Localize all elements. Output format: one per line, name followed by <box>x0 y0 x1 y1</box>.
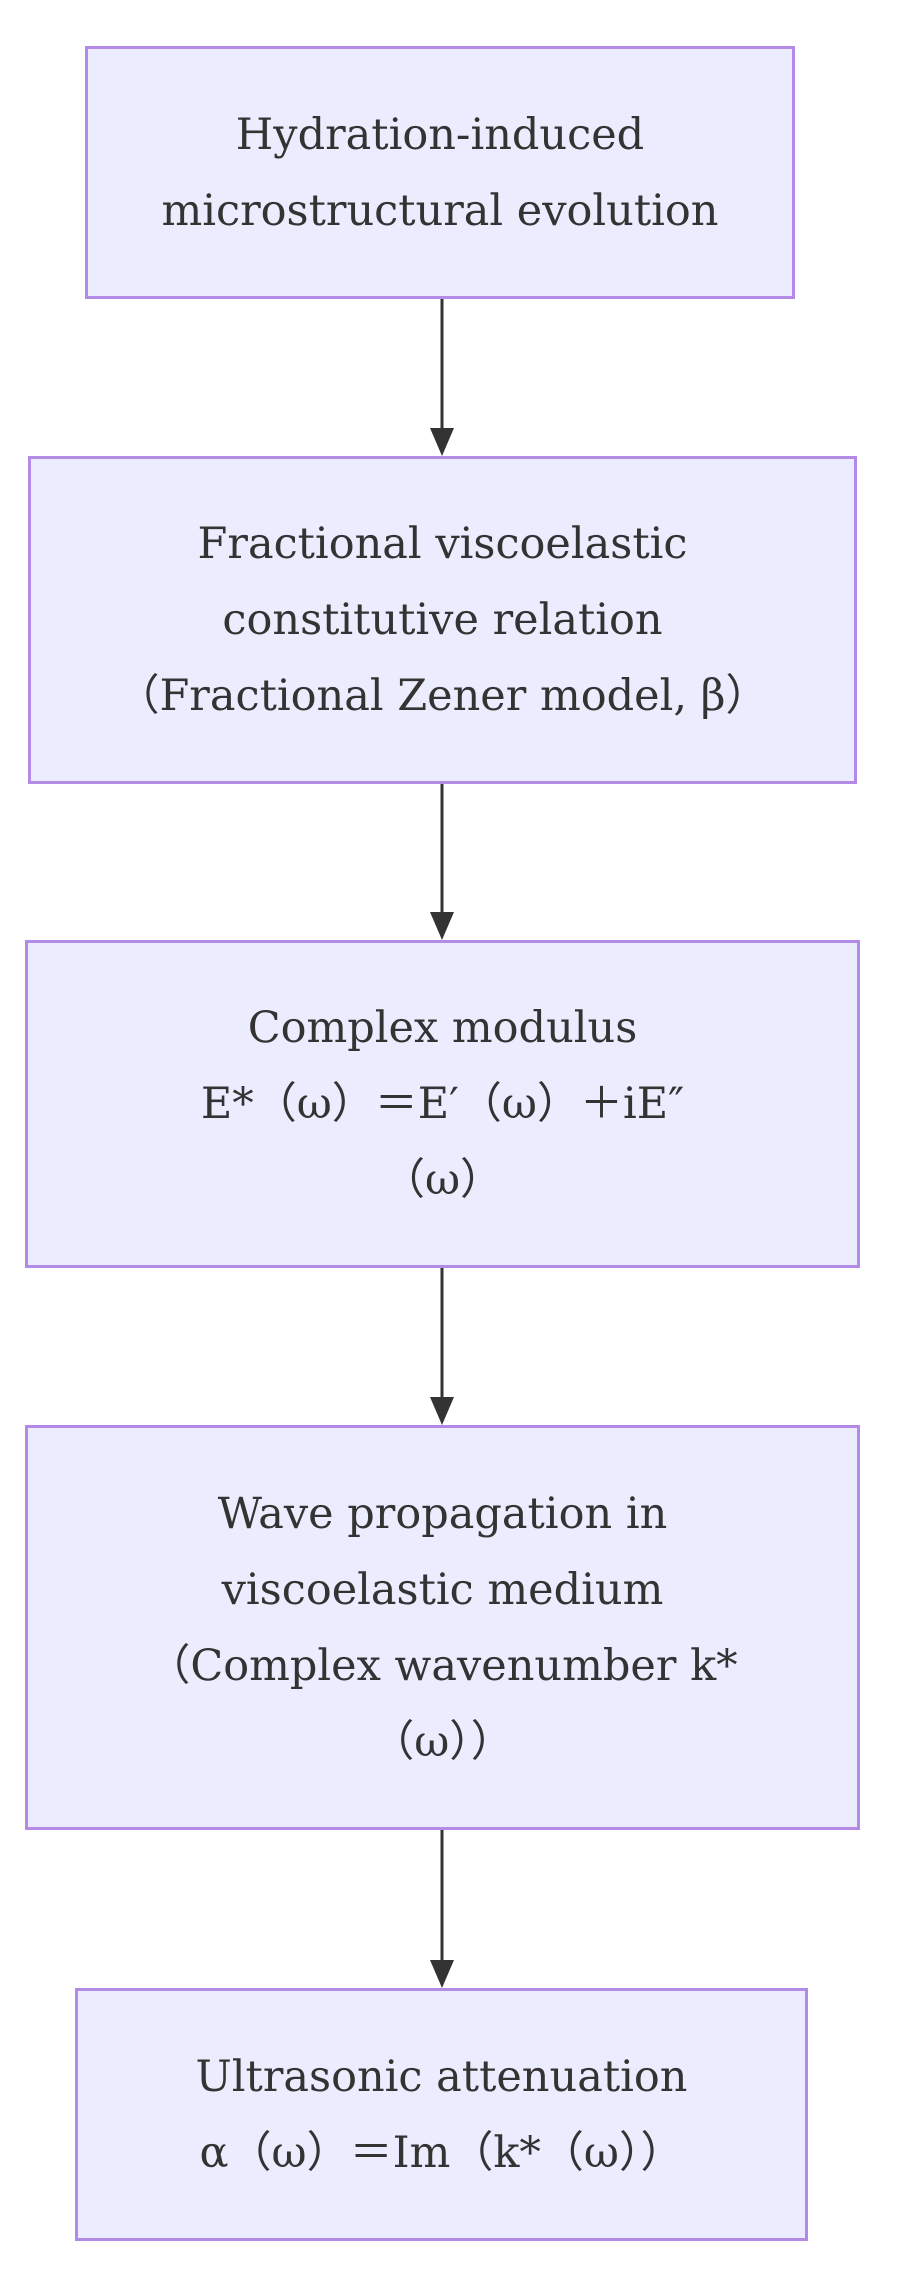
node-label: Fractional viscoelastic constitutive rel… <box>116 506 768 734</box>
node-label-line: Complex modulus <box>247 1003 638 1053</box>
edge-4-to-5 <box>430 1830 454 1988</box>
node-label: Ultrasonic attenuation α（ω）＝Im（k*（ω）） <box>196 2039 688 2191</box>
node-label-line: microstructural evolution <box>161 185 719 236</box>
arrowhead-icon <box>430 912 454 940</box>
edge-1-to-2 <box>430 299 454 456</box>
node-label-line: （Fractional Zener model, β） <box>116 671 769 721</box>
node-label-line: viscoelastic medium <box>221 1564 664 1615</box>
node-ultrasonic-attenuation: Ultrasonic attenuation α（ω）＝Im（k*（ω）） <box>75 1988 808 2241</box>
node-complex-modulus: Complex modulus E*（ω）＝E′（ω）＋iE″ （ω） <box>25 940 860 1268</box>
node-fractional-constitutive-relation: Fractional viscoelastic constitutive rel… <box>28 456 857 784</box>
node-label: Complex modulus E*（ω）＝E′（ω）＋iE″ （ω） <box>201 990 684 1218</box>
node-label-line: Hydration-induced <box>235 109 645 160</box>
node-label-line: （Complex wavenumber k* <box>147 1640 738 1691</box>
edge-2-to-3 <box>430 784 454 940</box>
node-wave-propagation: Wave propagation in viscoelastic medium … <box>25 1425 860 1830</box>
node-label-line: α（ω）＝Im（k*（ω）） <box>199 2127 684 2178</box>
node-hydration-microstructure: Hydration-induced microstructural evolut… <box>85 46 795 299</box>
node-label-line: constitutive relation <box>222 595 663 645</box>
node-label-line: Ultrasonic attenuation <box>195 2051 688 2102</box>
node-label: Wave propagation in viscoelastic medium … <box>147 1476 737 1780</box>
arrowhead-icon <box>430 428 454 456</box>
node-label: Hydration-induced microstructural evolut… <box>161 97 718 249</box>
edge-3-to-4 <box>430 1268 454 1425</box>
node-label-line: E*（ω）＝E′（ω）＋iE″ <box>200 1079 685 1129</box>
node-label-line: Wave propagation in <box>217 1488 668 1539</box>
arrowhead-icon <box>430 1960 454 1988</box>
node-label-line: （ω） <box>381 1155 504 1205</box>
node-label-line: Fractional viscoelastic <box>197 519 688 569</box>
arrowhead-icon <box>430 1397 454 1425</box>
node-label-line: （ω）） <box>371 1716 514 1767</box>
